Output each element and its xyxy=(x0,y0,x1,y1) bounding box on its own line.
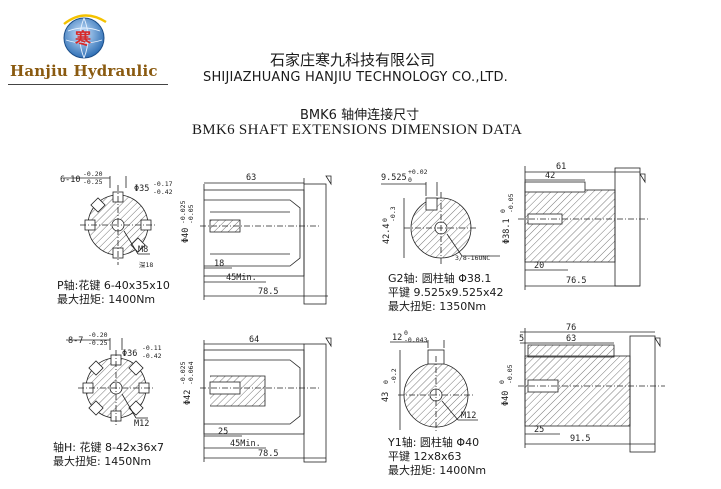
svg-text:-0.20: -0.20 xyxy=(83,170,103,178)
caption-h-line-2: 最大扭矩: 1450Nm xyxy=(53,455,152,468)
svg-text:25: 25 xyxy=(218,427,228,437)
svg-text:-0.17: -0.17 xyxy=(153,180,173,188)
caption-p-line-1: P轴:花键 6-40x35x10 xyxy=(57,279,170,292)
globe-logo-icon: 寒 xyxy=(63,14,107,59)
svg-text:45Min.: 45Min. xyxy=(230,439,261,449)
page-title-en: BMK6 SHAFT EXTENSIONS DIMENSION DATA xyxy=(192,122,523,138)
caption-g2-shaft: G2轴: 圆柱轴 Φ38.1 平键 9.525x9.525x42 最大扭矩: 1… xyxy=(388,272,504,314)
svg-text:64: 64 xyxy=(249,335,259,345)
svg-text:0: 0 xyxy=(408,176,412,184)
caption-g2-line-2: 平键 9.525x9.525x42 xyxy=(388,286,504,299)
svg-text:-0.25: -0.25 xyxy=(83,178,103,186)
company-name-en: SHIJIAZHUANG HANJIU TECHNOLOGY CO.,LTD. xyxy=(203,70,509,85)
svg-text:Φ35: Φ35 xyxy=(134,184,149,194)
caption-p-line-2: 最大扭矩: 1400Nm xyxy=(57,293,156,306)
svg-text:91.5: 91.5 xyxy=(570,434,590,444)
svg-text:-0.42: -0.42 xyxy=(153,188,173,196)
svg-text:5: 5 xyxy=(519,334,524,344)
svg-text:63: 63 xyxy=(246,173,256,183)
svg-text:-0.42: -0.42 xyxy=(142,352,162,360)
svg-text:寒: 寒 xyxy=(74,29,92,48)
svg-text:Φ42: Φ42 xyxy=(183,390,193,405)
svg-text:6-10: 6-10 xyxy=(60,175,80,185)
svg-text:0: 0 xyxy=(498,380,506,384)
svg-text:76.5: 76.5 xyxy=(566,276,586,286)
y1-shaft-dimensions: 12 0 -0.043 43 0 -0.2 M12 Φ40 0 -0.05 76… xyxy=(381,323,590,444)
h-shaft-dimensions: 8-7 -0.20 -0.25 Φ36 -0.11 -0.42 M12 Φ42 … xyxy=(68,331,278,459)
svg-text:0: 0 xyxy=(404,329,408,337)
caption-h-line-1: 轴H: 花键 8-42x36x7 xyxy=(53,441,164,454)
caption-g2-line-1: G2轴: 圆柱轴 Φ38.1 xyxy=(388,272,492,285)
svg-text:-0.043: -0.043 xyxy=(404,336,428,344)
svg-text:42: 42 xyxy=(545,171,555,181)
svg-text:25: 25 xyxy=(534,425,544,435)
svg-text:Φ36: Φ36 xyxy=(122,349,137,359)
svg-text:63: 63 xyxy=(566,334,576,344)
svg-text:M8: M8 xyxy=(138,245,148,255)
caption-h-shaft: 轴H: 花键 8-42x36x7 最大扭矩: 1450Nm xyxy=(53,441,164,469)
p-shaft-section-drawing xyxy=(64,176,156,265)
caption-g2-line-3: 最大扭矩: 1350Nm xyxy=(388,300,487,313)
svg-text:-0.2: -0.2 xyxy=(390,368,398,384)
y1-shaft-section-drawing xyxy=(390,340,478,432)
brand-name: Hanjiu Hydraulic xyxy=(10,62,158,80)
svg-text:-0.05: -0.05 xyxy=(506,364,514,384)
svg-text:-0.025: -0.025 xyxy=(179,361,187,385)
g2-shaft-side-drawing xyxy=(518,166,650,290)
caption-y1-line-3: 最大扭矩: 1400Nm xyxy=(388,464,487,477)
h-shaft-side-drawing xyxy=(200,337,332,463)
svg-text:M12: M12 xyxy=(461,411,476,421)
h-shaft-section-drawing xyxy=(66,338,154,426)
svg-text:78.5: 78.5 xyxy=(258,449,278,459)
svg-text:-0.20: -0.20 xyxy=(88,331,108,339)
company-name-cn: 石家庄寒九科技有限公司 xyxy=(270,51,436,69)
svg-text:0: 0 xyxy=(381,218,389,222)
p-shaft-dimensions: 6-10 -0.20 -0.25 Φ35 -0.17 -0.42 M8 深18 … xyxy=(60,170,278,297)
svg-text:深18: 深18 xyxy=(139,260,153,269)
svg-text:43: 43 xyxy=(381,392,391,402)
svg-text:20: 20 xyxy=(534,261,544,271)
svg-text:42.4: 42.4 xyxy=(382,224,392,244)
svg-text:-0.05: -0.05 xyxy=(507,193,515,213)
svg-text:76: 76 xyxy=(566,323,576,333)
svg-text:-0.025: -0.025 xyxy=(179,200,187,224)
caption-y1-line-2: 平键 12x8x63 xyxy=(388,450,462,463)
svg-text:Φ40: Φ40 xyxy=(181,228,191,243)
svg-text:45Min.: 45Min. xyxy=(226,273,257,283)
caption-y1-line-1: Y1轴: 圆柱轴 Φ40 xyxy=(388,436,480,449)
svg-text:3/8-16UNC: 3/8-16UNC xyxy=(455,254,490,262)
svg-text:18: 18 xyxy=(214,259,224,269)
svg-text:78.5: 78.5 xyxy=(258,287,278,297)
svg-text:Φ40: Φ40 xyxy=(501,391,511,406)
company-logo: 寒 xyxy=(4,6,164,80)
svg-text:-0.05: -0.05 xyxy=(187,204,195,224)
svg-text:-0.25: -0.25 xyxy=(88,339,108,347)
svg-text:Φ38.1: Φ38.1 xyxy=(502,218,512,244)
header-divider xyxy=(8,84,168,85)
caption-p-shaft: P轴:花键 6-40x35x10 最大扭矩: 1400Nm xyxy=(57,279,170,307)
svg-text:9.525: 9.525 xyxy=(381,173,407,183)
g2-shaft-section-drawing xyxy=(381,182,500,266)
caption-y1-shaft: Y1轴: 圆柱轴 Φ40 平键 12x8x63 最大扭矩: 1400Nm xyxy=(388,436,486,478)
y1-shaft-side-drawing xyxy=(518,328,665,453)
svg-text:+0.02: +0.02 xyxy=(408,168,428,176)
svg-text:8-7: 8-7 xyxy=(68,336,83,346)
svg-text:12: 12 xyxy=(392,333,402,343)
page-title-cn: BMK6 轴伸连接尺寸 xyxy=(300,108,420,123)
svg-text:-0.3: -0.3 xyxy=(389,206,397,222)
svg-text:0: 0 xyxy=(382,380,390,384)
svg-text:M12: M12 xyxy=(134,419,149,429)
svg-text:-0.064: -0.064 xyxy=(187,361,195,385)
g2-shaft-dimensions: 9.525 +0.02 0 42.4 0 -0.3 3/8-16UNC Φ38.… xyxy=(381,162,586,286)
p-shaft-side-drawing xyxy=(200,175,332,305)
svg-text:0: 0 xyxy=(499,209,507,213)
svg-text:-0.11: -0.11 xyxy=(142,344,162,352)
svg-text:61: 61 xyxy=(556,162,566,172)
